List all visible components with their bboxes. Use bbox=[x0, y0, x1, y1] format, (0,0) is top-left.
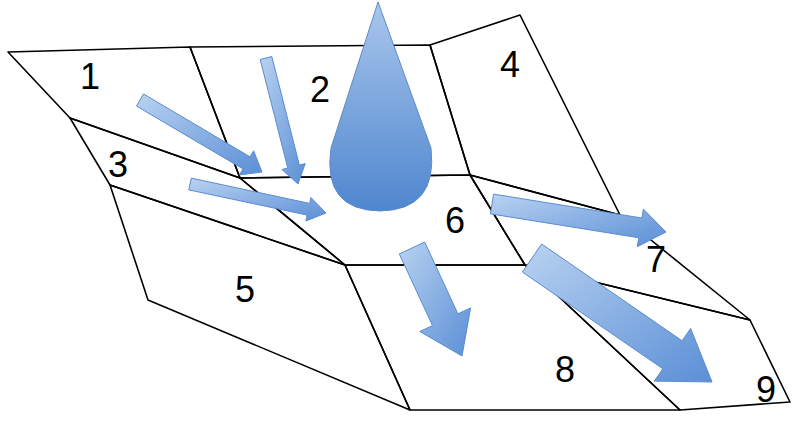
cell-border bbox=[525, 265, 790, 410]
grid-cell: 2 bbox=[190, 45, 470, 178]
cell-border bbox=[110, 185, 410, 410]
cell-number: 3 bbox=[108, 147, 128, 183]
cell-outline bbox=[70, 118, 345, 265]
cell-number: 9 bbox=[756, 372, 776, 408]
cell-outline bbox=[525, 265, 790, 410]
cell-number: 2 bbox=[310, 72, 330, 108]
water-drop bbox=[330, 2, 432, 211]
cell-border bbox=[470, 175, 750, 320]
cell-number: 8 bbox=[555, 352, 575, 388]
grid-cell: 4 bbox=[430, 15, 620, 215]
cell-border bbox=[70, 118, 345, 265]
grid-cell: 5 bbox=[110, 185, 410, 410]
flow-arrow bbox=[189, 178, 326, 221]
cell-outline bbox=[470, 175, 750, 320]
flow-arrow bbox=[522, 244, 712, 382]
cell-outline bbox=[345, 265, 680, 410]
cell-border bbox=[190, 45, 470, 178]
grid-cell: 9 bbox=[525, 265, 790, 410]
cell-border bbox=[345, 265, 680, 410]
flow-arrow bbox=[260, 57, 305, 184]
cell-outline bbox=[110, 185, 410, 410]
cell-border bbox=[240, 175, 525, 265]
cell-outline bbox=[430, 15, 620, 215]
cell-border bbox=[430, 15, 620, 215]
grid-cell: 7 bbox=[470, 175, 750, 320]
cell-number: 1 bbox=[80, 59, 100, 95]
grid-cell: 3 bbox=[70, 118, 345, 265]
grid-cell: 6 bbox=[240, 175, 525, 265]
cell-outline bbox=[240, 175, 525, 265]
flow-arrow bbox=[399, 242, 470, 356]
cell-number: 4 bbox=[500, 47, 520, 83]
cell-number: 7 bbox=[646, 242, 666, 278]
flow-arrow bbox=[490, 194, 666, 247]
grid-cell: 8 bbox=[345, 265, 680, 410]
cell-number: 6 bbox=[445, 203, 465, 239]
cell-outline bbox=[190, 45, 470, 178]
cell-number: 5 bbox=[235, 272, 255, 308]
